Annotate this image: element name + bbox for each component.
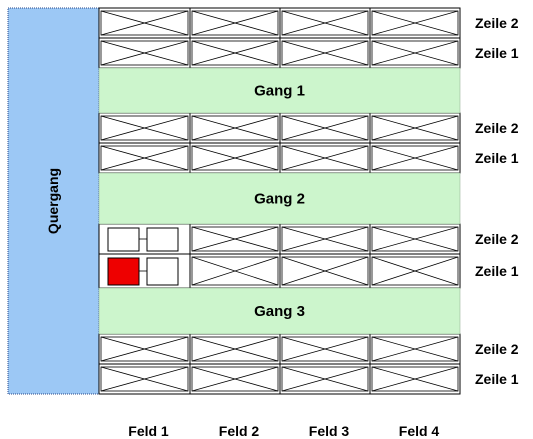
- row-label: Zeile 1: [475, 371, 519, 387]
- aisle-label: Gang 3: [254, 303, 305, 320]
- quergang-cross-aisle: [7, 7, 100, 395]
- storage-bay: [279, 112, 371, 144]
- rack-row: [98, 223, 461, 255]
- rack-row: [98, 363, 461, 395]
- storage-bay: [189, 333, 281, 365]
- aisle: [98, 67, 461, 114]
- storage-bay: [98, 333, 191, 365]
- storage-bay: [279, 333, 371, 365]
- storage-bay: [279, 253, 371, 289]
- storage-bay: [369, 223, 461, 255]
- row-label: Zeile 2: [475, 120, 519, 136]
- empty-storage-box: [146, 257, 179, 286]
- row-label: Zeile 1: [475, 150, 519, 166]
- storage-bay: [369, 37, 461, 69]
- rack-row: [98, 37, 461, 69]
- rack-row: [98, 112, 461, 144]
- storage-bay: [189, 142, 281, 174]
- storage-bay: [369, 7, 461, 39]
- row-label: Zeile 2: [475, 341, 519, 357]
- row-label: Zeile 2: [475, 231, 519, 247]
- storage-bay: [279, 142, 371, 174]
- occupied-storage-box: [107, 257, 140, 286]
- storage-bay: [189, 37, 281, 69]
- empty-storage-box: [146, 227, 179, 252]
- storage-bay: [369, 253, 461, 289]
- aisle: [98, 172, 461, 225]
- storage-bay: [279, 37, 371, 69]
- storage-bay: [279, 363, 371, 395]
- rack-row: [98, 7, 461, 39]
- column-label: Feld 1: [128, 423, 169, 439]
- storage-bay: [98, 363, 191, 395]
- storage-bay: [189, 223, 281, 255]
- row-label: Zeile 1: [475, 45, 519, 61]
- storage-bay-detail: [98, 223, 191, 255]
- aisle-label: Gang 2: [254, 191, 305, 208]
- aisle-label: Gang 1: [254, 83, 305, 100]
- storage-bay: [369, 363, 461, 395]
- column-label: Feld 4: [399, 423, 440, 439]
- row-label: Zeile 2: [475, 15, 519, 31]
- storage-bay: [369, 142, 461, 174]
- storage-bay: [189, 363, 281, 395]
- storage-bay: [369, 112, 461, 144]
- storage-bay: [279, 7, 371, 39]
- rack-row: [98, 333, 461, 365]
- storage-bay-detail: [98, 253, 191, 289]
- storage-bay: [98, 142, 191, 174]
- aisle: [98, 287, 461, 335]
- row-label: Zeile 1: [475, 263, 519, 279]
- storage-bay: [279, 223, 371, 255]
- storage-bay: [189, 253, 281, 289]
- storage-bay: [189, 112, 281, 144]
- column-label: Feld 2: [219, 423, 260, 439]
- rack-row: [98, 142, 461, 174]
- storage-bay: [98, 37, 191, 69]
- empty-storage-box: [107, 227, 140, 252]
- quergang-label: Quergang: [45, 168, 61, 234]
- storage-bay: [98, 112, 191, 144]
- storage-bay: [369, 333, 461, 365]
- storage-bay: [98, 7, 191, 39]
- column-label: Feld 3: [309, 423, 350, 439]
- storage-bay: [189, 7, 281, 39]
- rack-row: [98, 253, 461, 289]
